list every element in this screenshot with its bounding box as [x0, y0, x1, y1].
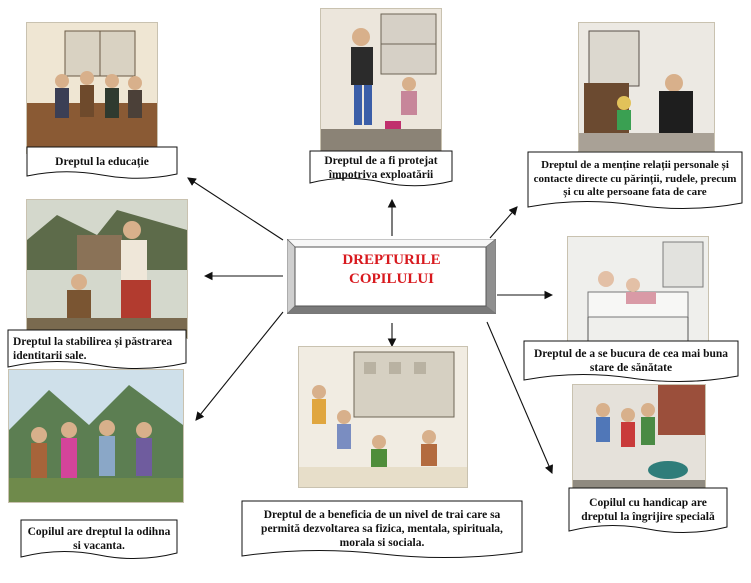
right-label-identity: Dreptul la stabilirea și păstrarea ident… — [13, 335, 173, 362]
illustration-disability-care — [572, 384, 706, 491]
illustration-family-visit — [578, 22, 715, 152]
right-banner-disability: Copilul cu handicap are dreptul la îngri… — [568, 487, 728, 537]
right-label-protection: Dreptul de a fi protejat împotriva explo… — [324, 154, 438, 181]
illustration-vacation — [8, 369, 184, 503]
right-label-disability: Copilul cu handicap are dreptul la îngri… — [581, 496, 715, 523]
arrow-education — [187, 177, 284, 241]
right-banner-health: Dreptul de a se bucura de cea mai buna s… — [523, 340, 739, 386]
right-label-education: Dreptul la educație — [55, 155, 149, 168]
right-banner-identity: Dreptul la stabilirea și păstrarea ident… — [7, 329, 187, 373]
central-topic-title: DREPTURILE COPILULUI — [287, 251, 496, 289]
right-label-health: Dreptul de a se bucura de cea mai buna s… — [533, 347, 729, 374]
illustration-exploitation — [320, 8, 442, 152]
illustration-hospital — [567, 236, 709, 348]
central-title-line-1: DREPTURILE — [342, 252, 441, 268]
right-label-relations: Dreptul de a menține relații personale ș… — [533, 159, 737, 199]
right-banner-relations: Dreptul de a menține relații personale ș… — [527, 151, 743, 213]
illustration-identity — [26, 199, 188, 339]
arrow-rest — [195, 311, 284, 421]
central-title-line-2: COPILULUI — [348, 271, 434, 287]
right-banner-protection: Dreptul de a fi protejat împotriva explo… — [309, 150, 453, 190]
central-topic-box: DREPTURILE COPILULUI — [287, 239, 496, 314]
illustration-classroom — [26, 22, 158, 154]
right-label-living: Dreptul de a beneficia de un nivel de tr… — [261, 508, 503, 549]
right-label-rest: Copilul are dreptul la odihna si vacanta… — [27, 525, 171, 552]
arrow-relations — [489, 206, 518, 239]
illustration-playground — [298, 346, 468, 488]
right-banner-living: Dreptul de a beneficia de un nivel de tr… — [241, 500, 523, 562]
right-banner-education: Dreptul la educație — [26, 146, 178, 182]
right-banner-rest: Copilul are dreptul la odihna si vacanta… — [20, 519, 178, 563]
